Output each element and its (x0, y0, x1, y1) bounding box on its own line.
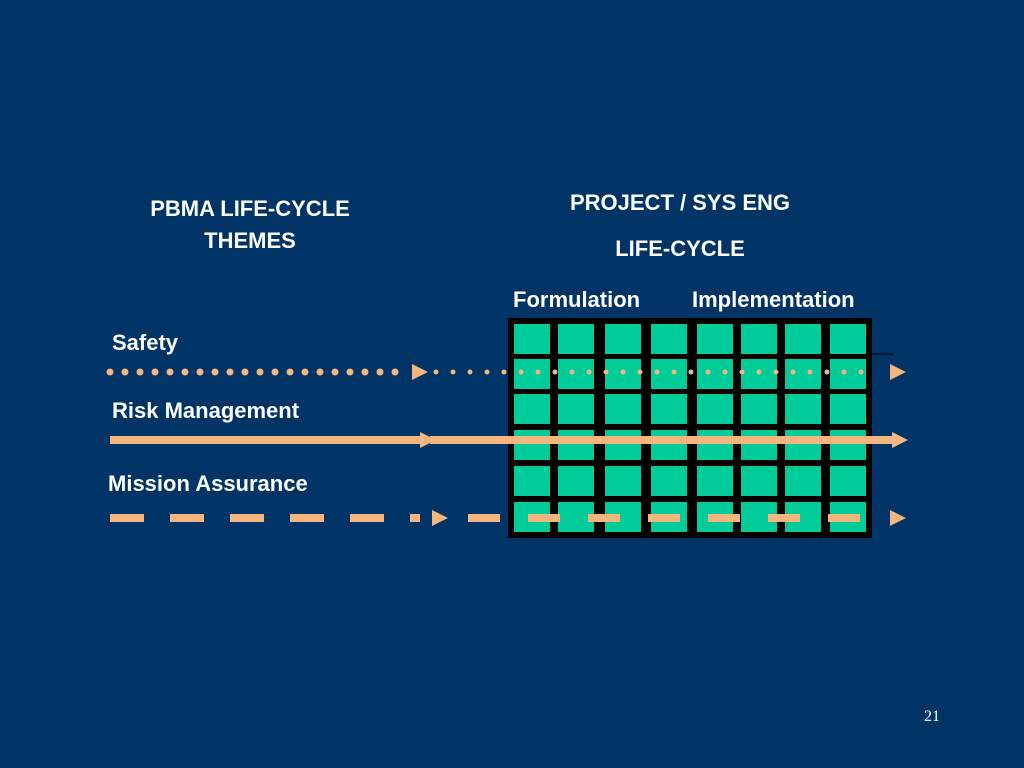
grid-cell (785, 359, 821, 389)
mission-arrowhead-end (890, 510, 906, 526)
safety-arrowhead-mid (412, 364, 428, 380)
risk-arrowhead-mid (420, 432, 436, 448)
grid-cell (697, 430, 733, 460)
grid-cell (697, 324, 733, 354)
mission-arrowhead-mid (432, 510, 448, 526)
grid-cell (785, 324, 821, 354)
grid-cell (651, 430, 687, 460)
grid-cell (605, 394, 641, 424)
left-title-line2: THEMES (204, 228, 296, 253)
grid-cell (605, 430, 641, 460)
grid-cell (697, 359, 733, 389)
right-title-line2: LIFE-CYCLE (615, 236, 745, 261)
grid-cell (830, 466, 866, 496)
theme-label-safety: Safety (112, 330, 179, 355)
grid-cell (741, 466, 777, 496)
grid-background (508, 318, 872, 538)
theme-label-risk-management: Risk Management (112, 398, 300, 423)
grid-cell (741, 430, 777, 460)
grid-cell (741, 324, 777, 354)
left-title-line1: PBMA LIFE-CYCLE (150, 196, 350, 221)
grid-cell (558, 430, 594, 460)
grid-cell (514, 466, 550, 496)
grid-cell (514, 394, 550, 424)
grid-cell (651, 394, 687, 424)
grid-cell (697, 466, 733, 496)
life-cycle-grid (508, 318, 894, 538)
grid-cell (830, 324, 866, 354)
grid-cell (514, 359, 550, 389)
page-number: 21 (924, 708, 940, 725)
left-title: PBMA LIFE-CYCLE THEMES (110, 193, 390, 257)
grid-cell (785, 466, 821, 496)
grid-cell (558, 394, 594, 424)
right-title-line1: PROJECT / SYS ENG (569, 190, 791, 215)
grid-cell (514, 430, 550, 460)
grid-cell (785, 430, 821, 460)
grid-cell (514, 324, 550, 354)
safety-arrowhead-end (890, 364, 906, 380)
grid-cell (830, 430, 866, 460)
grid-cell (697, 394, 733, 424)
grid-cell (651, 466, 687, 496)
phase-label-formulation: Formulation (513, 287, 641, 312)
grid-cell (558, 324, 594, 354)
risk-arrowhead-end (892, 432, 908, 448)
grid-cell (830, 394, 866, 424)
grid-cell (605, 466, 641, 496)
grid-cell (741, 394, 777, 424)
grid-cell (651, 324, 687, 354)
grid-cell (558, 466, 594, 496)
theme-arrows (106, 364, 908, 526)
phase-label-implementation: Implementation (692, 287, 855, 312)
grid-cell (605, 324, 641, 354)
grid-cell (785, 394, 821, 424)
theme-label-mission-assurance: Mission Assurance (108, 471, 308, 496)
